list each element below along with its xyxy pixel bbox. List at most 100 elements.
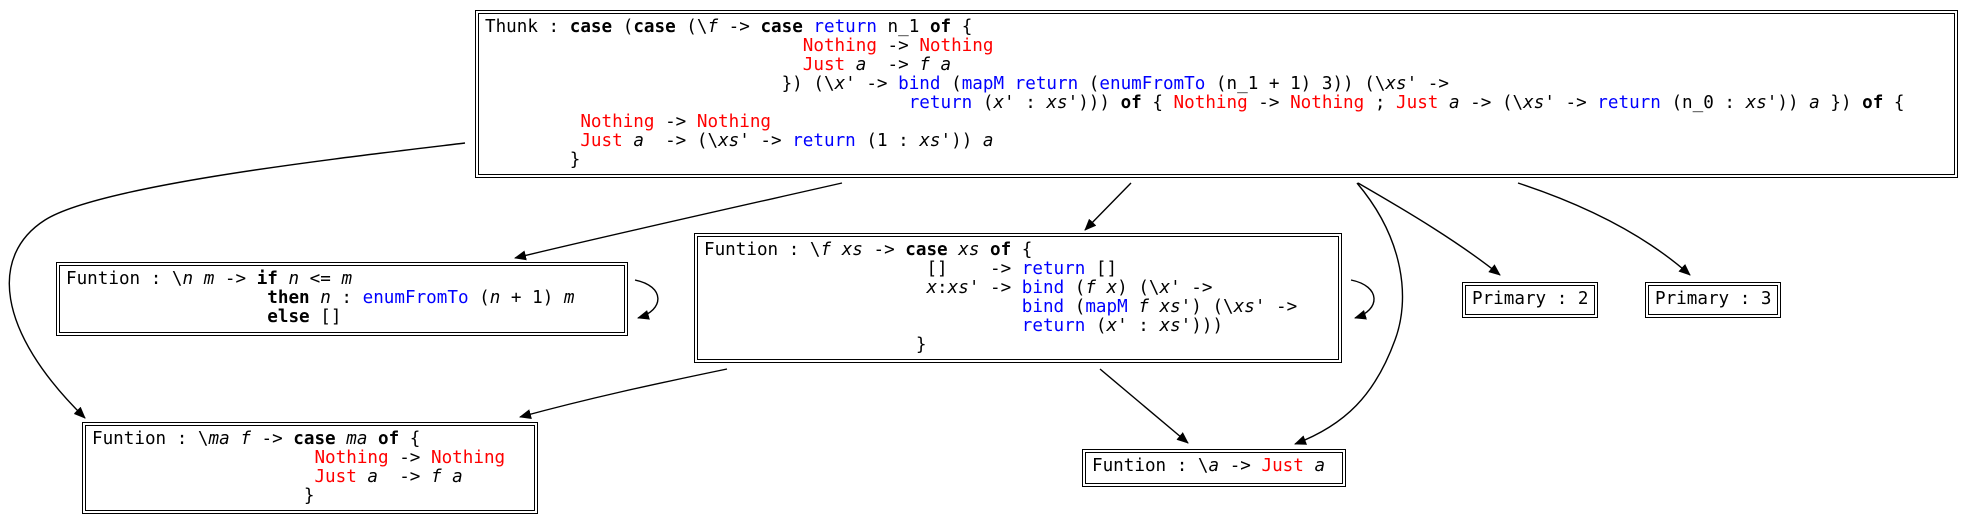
variable: a bbox=[1208, 456, 1220, 476]
variable: a bbox=[452, 467, 463, 487]
code-text bbox=[1004, 74, 1015, 94]
code-text: ))) bbox=[1078, 93, 1121, 113]
node-label: Funtion : \ bbox=[92, 429, 209, 449]
primary-2-label: Primary : 2 bbox=[1472, 289, 1589, 309]
constructor: Just bbox=[1396, 93, 1439, 113]
code-text: -> bbox=[378, 467, 431, 487]
code-text: } bbox=[485, 150, 581, 170]
code-text: )) bbox=[1777, 93, 1810, 113]
code-text bbox=[1096, 278, 1107, 298]
function-name: bind bbox=[1021, 278, 1065, 298]
code-text: ; bbox=[1364, 93, 1397, 113]
keyword: case bbox=[633, 17, 676, 37]
code-text: ( bbox=[1085, 316, 1107, 336]
code-text: -> bbox=[250, 429, 294, 449]
variable: x' bbox=[834, 74, 856, 94]
code-text: }) bbox=[1819, 93, 1863, 113]
code-text bbox=[442, 467, 453, 487]
variable: f bbox=[919, 55, 930, 75]
code-text: ( bbox=[1064, 278, 1086, 298]
variable: xs bbox=[841, 240, 863, 260]
variable: xs' bbox=[718, 131, 750, 151]
code-text: -> bbox=[654, 112, 697, 132]
node-label: Funtion : \ bbox=[704, 240, 821, 260]
code-text bbox=[1128, 297, 1139, 317]
edge-mapm-fn-to-bind-fn bbox=[519, 368, 728, 419]
bind-code: Funtion : \ma f -> case ma of { Nothing … bbox=[92, 430, 528, 506]
function-name: bind bbox=[898, 74, 941, 94]
variable: a bbox=[1809, 93, 1820, 113]
code-text bbox=[485, 93, 909, 113]
node-funtion-enumfromto: Funtion : \n m -> if n <= m then n : enu… bbox=[56, 262, 628, 336]
constructor: Nothing bbox=[802, 36, 877, 56]
return-code: Funtion : \a -> Just a bbox=[1092, 457, 1336, 476]
variable: f bbox=[430, 467, 442, 487]
code-text: -> bbox=[1219, 456, 1262, 476]
code-text: { bbox=[1011, 240, 1033, 260]
code-text: : bbox=[1014, 93, 1047, 113]
enumfromto-code: Funtion : \n m -> if n <= m then n : enu… bbox=[66, 270, 618, 327]
function-name: enumFromTo bbox=[1099, 74, 1206, 94]
code-text bbox=[948, 240, 959, 260]
code-text bbox=[367, 429, 378, 449]
code-text bbox=[485, 131, 580, 151]
code-text bbox=[357, 467, 368, 487]
mapm-code: Funtion : \f xs -> case xs of { [] -> re… bbox=[704, 241, 1332, 355]
code-text: }) (\ bbox=[485, 74, 835, 94]
constructor: Just bbox=[1261, 456, 1304, 476]
code-text bbox=[336, 429, 347, 449]
code-text bbox=[623, 131, 634, 151]
variable: xs' bbox=[1745, 93, 1778, 113]
node-funtion-return: Funtion : \a -> Just a bbox=[1082, 449, 1346, 487]
keyword: then bbox=[267, 288, 310, 308]
variable: n bbox=[489, 288, 501, 308]
code-text bbox=[230, 429, 241, 449]
function-name: enumFromTo bbox=[362, 288, 469, 308]
code-text bbox=[803, 17, 814, 37]
keyword: else bbox=[267, 307, 310, 327]
code-text: -> bbox=[718, 17, 761, 37]
function-name: return bbox=[792, 131, 856, 151]
code-text: + 1) bbox=[500, 288, 564, 308]
code-text: { bbox=[399, 429, 421, 449]
code-text: [] bbox=[1085, 259, 1118, 279]
edge-mapm-fn-to-return-fn bbox=[1099, 368, 1189, 444]
variable: xs' bbox=[1159, 297, 1192, 317]
code-text bbox=[704, 278, 926, 298]
keyword: of bbox=[990, 240, 1012, 260]
variable: xs' bbox=[1046, 93, 1079, 113]
code-text bbox=[704, 297, 1022, 317]
variable: x' bbox=[1159, 278, 1181, 298]
node-label: Primary : 2 bbox=[1472, 289, 1589, 309]
code-text: ( bbox=[612, 17, 634, 37]
code-text: } bbox=[704, 335, 927, 355]
code-text: ) (\ bbox=[1117, 278, 1160, 298]
code-text: [] bbox=[309, 307, 342, 327]
code-text bbox=[979, 240, 990, 260]
function-name: return bbox=[1021, 259, 1086, 279]
code-text: (n_1 + 1) 3)) (\ bbox=[1205, 74, 1386, 94]
code-text: [] -> bbox=[704, 259, 1022, 279]
edge-thunk-to-primary2 bbox=[1357, 182, 1501, 276]
code-text: -> bbox=[1265, 297, 1298, 317]
node-label: Funtion : \ bbox=[66, 269, 183, 289]
variable: f bbox=[1085, 278, 1096, 298]
code-text: -> bbox=[1247, 93, 1291, 113]
code-text: <= bbox=[299, 269, 342, 289]
edge-thunk-to-primary3 bbox=[1517, 182, 1691, 276]
code-text: -> bbox=[749, 131, 793, 151]
variable: xs bbox=[958, 240, 980, 260]
variable: n bbox=[182, 269, 194, 289]
variable: m bbox=[563, 288, 575, 308]
code-text: -> bbox=[388, 448, 431, 468]
variable: ma bbox=[346, 429, 368, 449]
code-text bbox=[1438, 93, 1449, 113]
constructor: Nothing bbox=[1290, 93, 1365, 113]
function-name: return bbox=[1014, 74, 1079, 94]
keyword: case bbox=[569, 17, 613, 37]
function-name: return bbox=[908, 93, 973, 113]
code-text bbox=[310, 288, 321, 308]
code-text bbox=[831, 240, 842, 260]
code-text: -> bbox=[1180, 278, 1213, 298]
variable: f bbox=[240, 429, 251, 449]
